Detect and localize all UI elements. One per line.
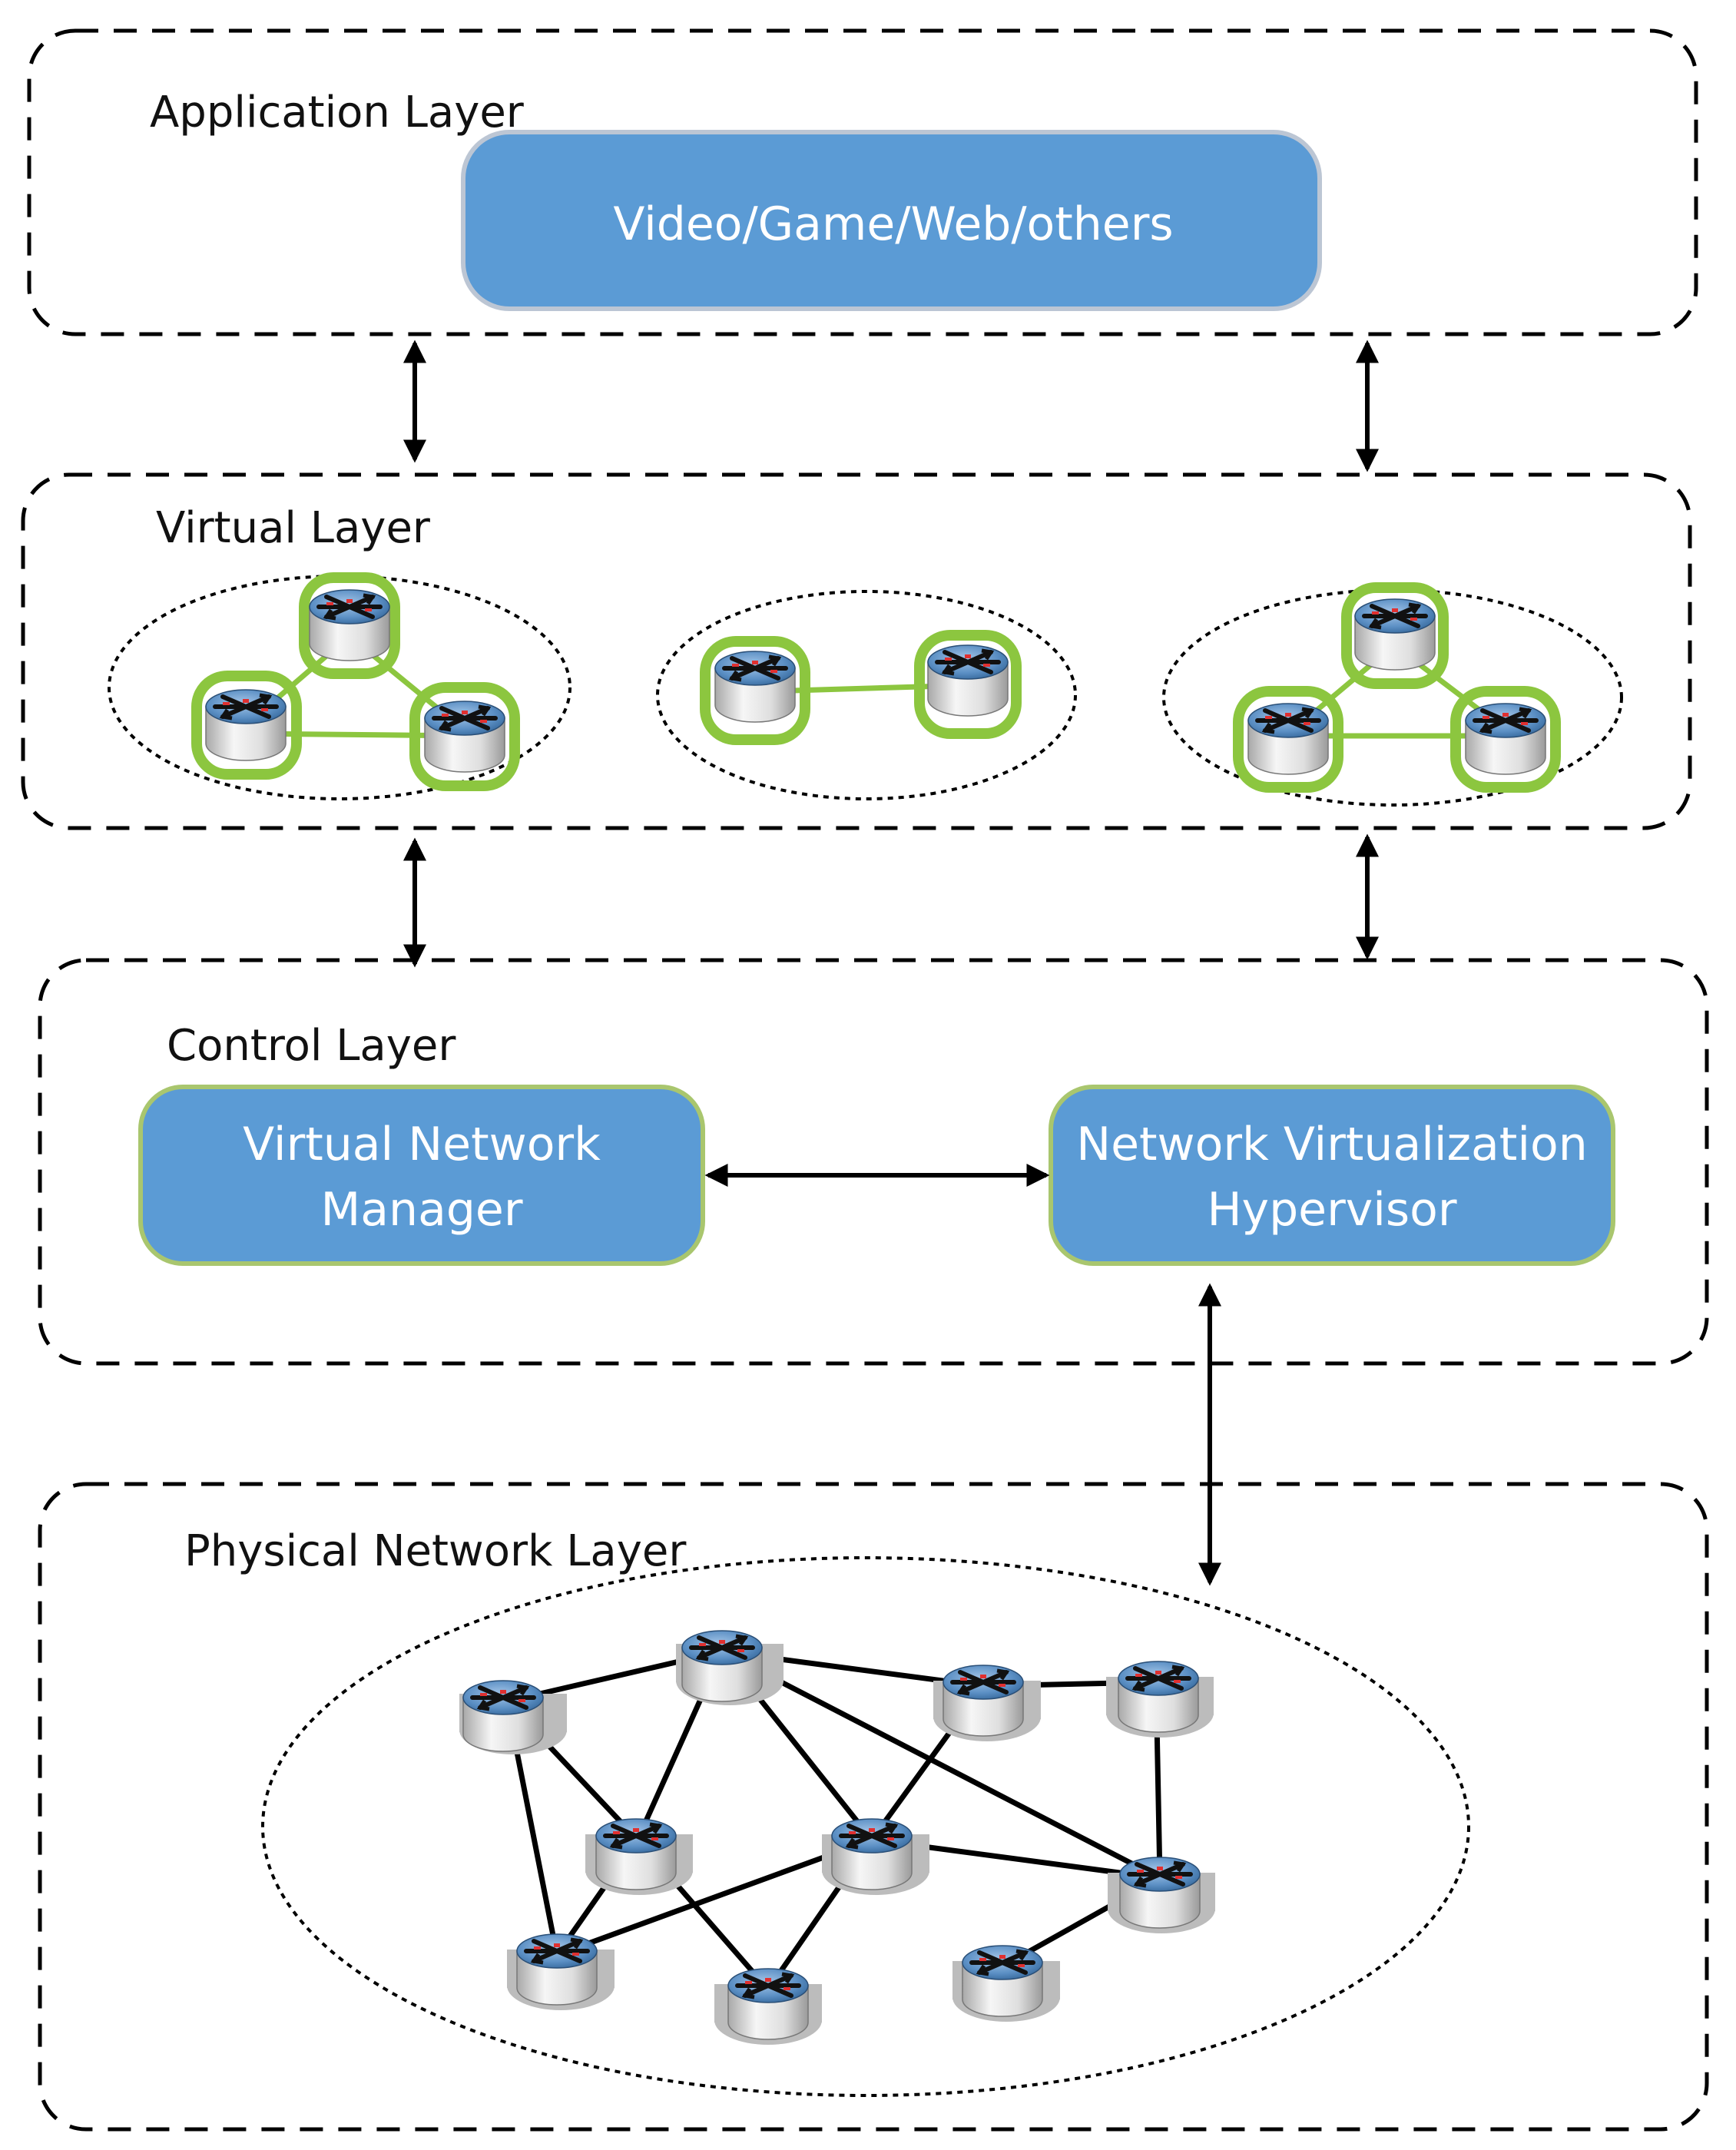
router-icon xyxy=(206,690,286,760)
virtual-layer-frame xyxy=(21,472,1692,830)
virtual-layer-title: Virtual Layer xyxy=(156,503,431,553)
virtual-network-2 xyxy=(656,590,1077,800)
physical-network xyxy=(261,1556,1470,2097)
router-icon xyxy=(832,1819,912,1890)
router-icon xyxy=(928,645,1008,716)
control-layer-title: Control Layer xyxy=(167,1021,456,1071)
application-box-label: Video/Game/Web/others xyxy=(613,197,1173,251)
virtual-network-manager-box xyxy=(138,1085,705,1266)
virtual-network-1 xyxy=(108,572,571,800)
physical-layer-frame xyxy=(38,1482,1709,2132)
arrows xyxy=(403,340,1379,1586)
router-icon xyxy=(1248,704,1328,774)
router-icon xyxy=(715,651,795,722)
router-icon xyxy=(943,1665,1023,1736)
physical-routers xyxy=(459,1631,1215,2045)
router-icon xyxy=(1118,1661,1198,1732)
virtual-network-manager-line1: Virtual Network xyxy=(243,1118,601,1171)
application-box xyxy=(461,130,1322,311)
control-layer-frame xyxy=(38,958,1709,1366)
hypervisor-line1: Network Virtualization xyxy=(1076,1118,1588,1171)
application-layer-frame xyxy=(27,28,1698,336)
virtual-network-manager-line2: Manager xyxy=(321,1183,523,1237)
hypervisor-line2: Hypervisor xyxy=(1207,1183,1456,1237)
router-icon xyxy=(962,1946,1042,2016)
router-icon xyxy=(517,1934,597,2005)
router-icon xyxy=(310,590,389,661)
router-icon xyxy=(1355,599,1435,670)
router-icon xyxy=(682,1631,762,1701)
application-layer-title: Application Layer xyxy=(150,88,525,137)
router-icon xyxy=(1120,1857,1200,1928)
router-icon xyxy=(463,1681,543,1751)
physical-layer-title: Physical Network Layer xyxy=(184,1526,687,1576)
router-icon xyxy=(1466,704,1546,774)
virtual-network-3 xyxy=(1162,582,1623,807)
router-icon xyxy=(728,1969,808,2039)
router-icon xyxy=(596,1819,676,1890)
hypervisor-box xyxy=(1049,1085,1615,1266)
router-icon xyxy=(425,701,505,772)
